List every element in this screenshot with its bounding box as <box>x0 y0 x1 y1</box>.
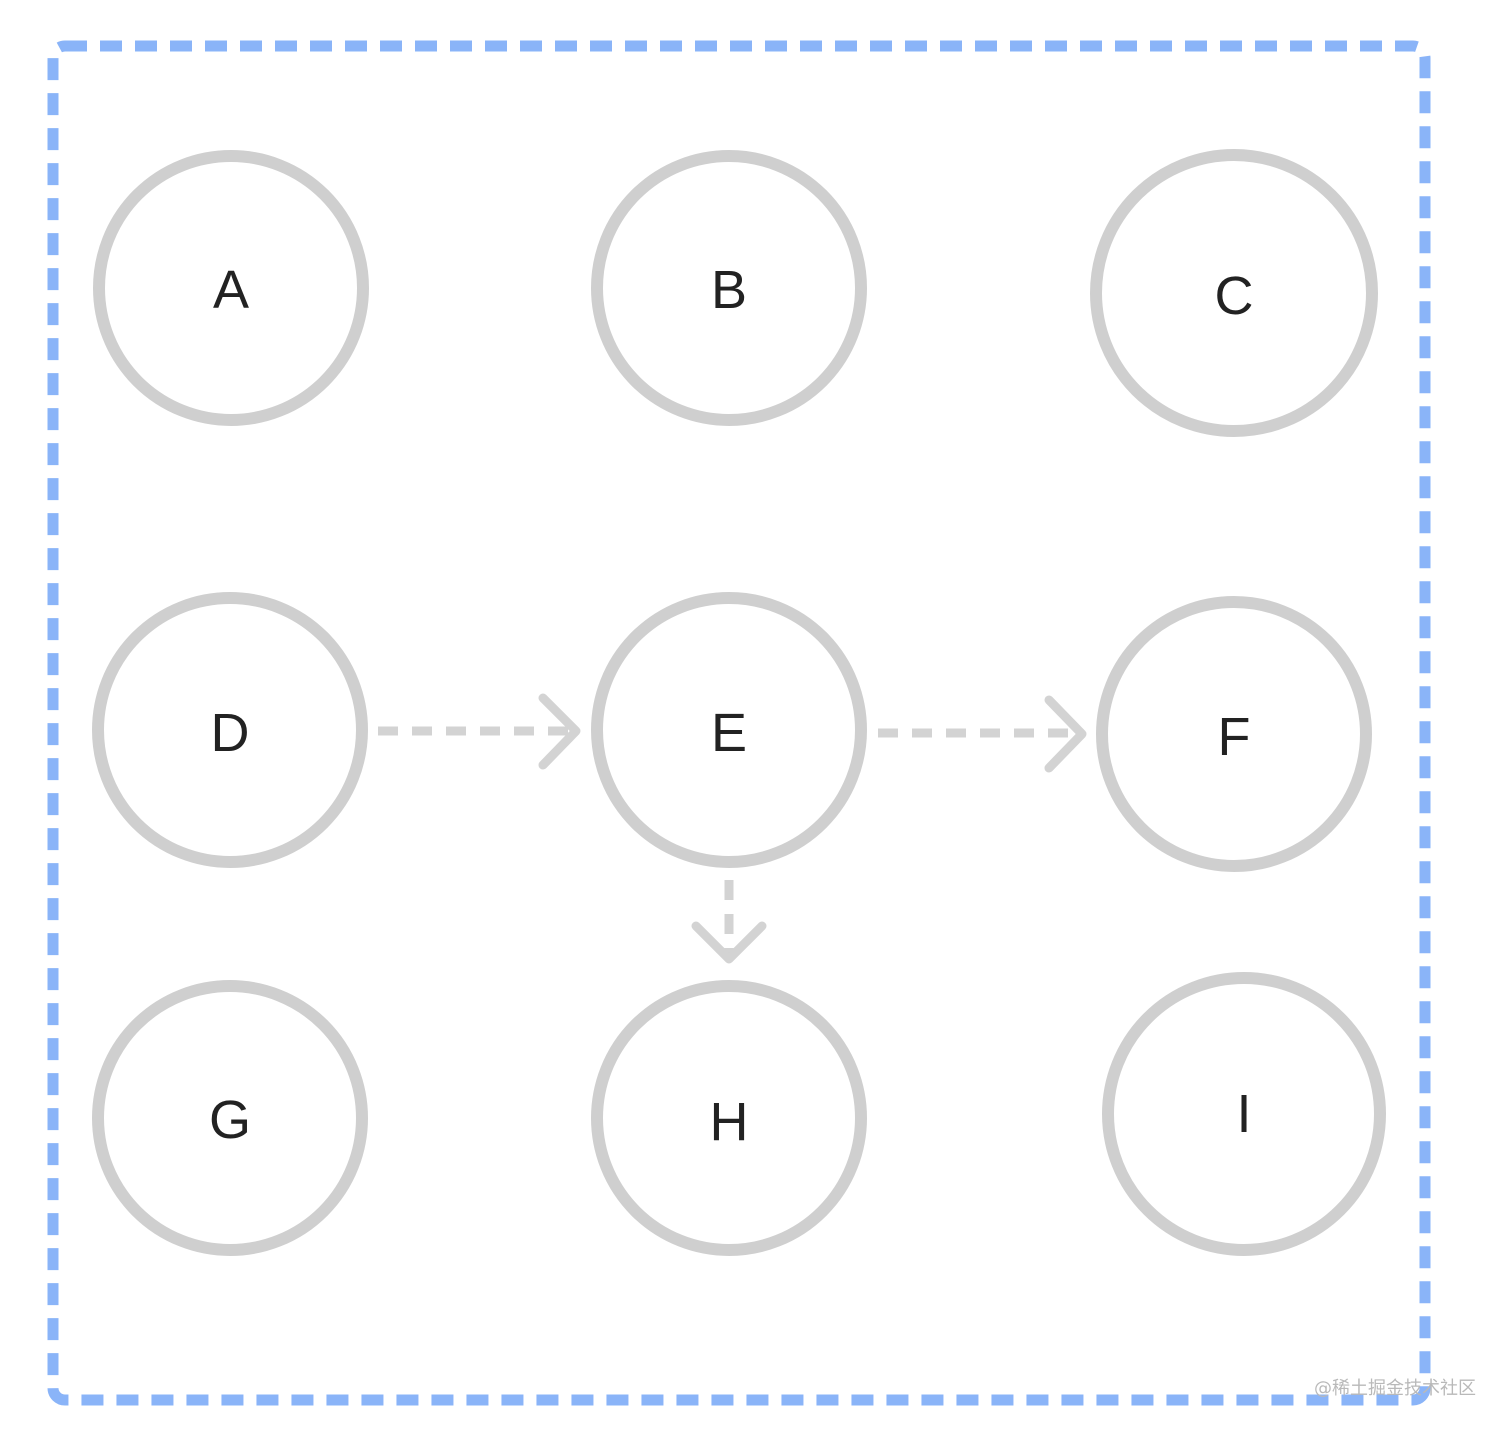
node-e: E <box>591 592 867 868</box>
arrow-d-to-e <box>378 693 581 770</box>
node-d-label: D <box>211 703 250 763</box>
node-a: A <box>93 150 369 426</box>
node-c: C <box>1090 149 1378 437</box>
node-b: B <box>591 150 867 426</box>
arrow-head-icon <box>691 921 767 964</box>
arrow-head-icon <box>538 693 581 770</box>
node-i: I <box>1102 972 1386 1256</box>
node-f: F <box>1096 596 1372 872</box>
node-g-label: G <box>209 1090 251 1150</box>
node-b-label: B <box>711 260 747 320</box>
node-g: G <box>92 980 368 1256</box>
arrow-e-to-f <box>878 695 1087 773</box>
node-a-label: A <box>213 260 249 320</box>
node-f-label: F <box>1218 707 1251 767</box>
node-h: H <box>591 980 867 1256</box>
dashed-frame <box>47 40 1431 1406</box>
node-d: D <box>92 592 368 868</box>
node-h-label: H <box>710 1092 749 1152</box>
watermark: @稀土掘金技术社区 <box>1314 1378 1476 1399</box>
node-e-label: E <box>711 703 747 763</box>
node-c-label: C <box>1215 266 1254 326</box>
arrow-e-to-h <box>691 880 767 964</box>
arrow-head-icon <box>1044 695 1087 773</box>
node-i-label: I <box>1236 1084 1251 1144</box>
